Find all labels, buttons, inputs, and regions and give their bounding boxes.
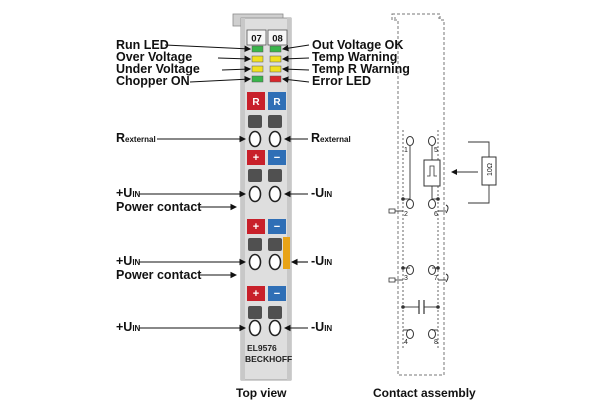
temp-warning-led (269, 55, 282, 63)
label-power-contact-2: Power contact (116, 268, 202, 282)
label-uin-right-2: -UIN (311, 254, 333, 268)
svg-text:3: 3 (404, 275, 408, 282)
label-error-led: Error LED (312, 74, 372, 88)
svg-text:2: 2 (404, 211, 408, 218)
power-contact-stub-left-1 (388, 208, 396, 214)
plus-block-1 (247, 150, 265, 165)
slot-right-label: 08 (272, 34, 283, 45)
label-uin-right-1: -UIN (311, 186, 333, 200)
chopper-switch (423, 159, 441, 187)
plus-text-3: + (253, 288, 259, 300)
pin-numbers: 1 5 2 6 3 7 4 8 (404, 147, 438, 346)
arrow-out-voltage-ok (281, 44, 310, 52)
svg-text:7: 7 (434, 275, 438, 282)
label-temp-r-warning: Temp R Warning (312, 62, 410, 76)
label-uin-left-1: +UIN (116, 186, 141, 200)
arrow-temp-warning (281, 55, 310, 63)
temp-r-warning-led (269, 65, 282, 73)
pins-2-6 (406, 199, 436, 209)
caption-top-view: Top view (236, 386, 287, 400)
power-contact-stub-left-2 (388, 277, 396, 283)
label-over-voltage: Over Voltage (116, 50, 193, 64)
label-rexternal-left: Rexternal (116, 131, 156, 145)
resistor-lead-top (468, 141, 490, 157)
label-power-contact-1: Power contact (116, 200, 202, 214)
caption-contact-assembly: Contact assembly (373, 386, 476, 400)
r-right-block (268, 92, 286, 110)
arrow-chopper-on (189, 75, 252, 83)
under-voltage-led (251, 65, 264, 73)
resistor-value: 10Ω (487, 163, 494, 176)
model-label: EL9576 (247, 343, 277, 353)
assembly-outline (391, 13, 445, 376)
minus-text-3: − (274, 288, 280, 300)
minus-block-1 (268, 150, 286, 165)
contact-pair-2 (248, 169, 282, 203)
contact-pair-3 (248, 238, 282, 271)
contact-assembly: 1 5 2 6 3 7 4 8 10Ω (388, 13, 497, 376)
label-run-led: Run LED (116, 38, 169, 52)
left-arrows (139, 44, 252, 332)
svg-text:5: 5 (434, 147, 438, 154)
run-led (251, 45, 264, 53)
contact-pair-4 (248, 306, 282, 337)
svg-text:8: 8 (434, 339, 438, 346)
power-contact-stub-right-1 (445, 204, 449, 214)
svg-text:4: 4 (404, 339, 408, 346)
r-right-text: R (273, 97, 281, 108)
slot-right-box (267, 29, 288, 46)
label-rexternal-right: Rexternal (311, 131, 351, 145)
arrow-run-led (164, 44, 252, 53)
plus-text-2: + (253, 221, 259, 233)
slot-left-box (246, 29, 267, 46)
led-block (251, 45, 282, 83)
r-left-block (247, 92, 265, 110)
svg-text:6: 6 (434, 211, 438, 218)
chopper-on-led (251, 75, 264, 83)
arrow-temp-r-warning (281, 65, 310, 73)
label-chopper-on: Chopper ON (116, 74, 190, 88)
left-rail (241, 18, 245, 380)
slot-left-label: 07 (251, 34, 262, 45)
minus-text-2: − (274, 221, 280, 233)
svg-text:1: 1 (404, 147, 408, 154)
minus-block-2 (268, 219, 286, 234)
brand-label: BECKHOFF (245, 354, 292, 364)
over-voltage-led (251, 55, 264, 63)
label-uin-left-3: +UIN (116, 320, 141, 334)
right-arrows (281, 44, 310, 332)
label-uin-right-3: -UIN (311, 320, 333, 334)
arrow-under-voltage (221, 65, 252, 73)
contact-pair-1 (248, 115, 282, 148)
plus-block-2 (247, 219, 265, 234)
right-rail (287, 18, 291, 380)
minus-text-1: − (274, 152, 280, 164)
label-uin-left-2: +UIN (116, 254, 141, 268)
r-left-text: R (252, 97, 260, 108)
resistor-lead-bottom (468, 185, 490, 204)
arrow-over-voltage (217, 55, 252, 63)
plus-block-3 (247, 286, 265, 301)
pins-4-8 (406, 329, 436, 339)
pins-top (406, 136, 436, 146)
power-contact-stub-right-2 (445, 273, 449, 283)
label-under-voltage: Under Voltage (116, 62, 200, 76)
minus-block-3 (268, 286, 286, 301)
out-voltage-ok-led (269, 45, 282, 53)
orange-marker (283, 237, 290, 269)
pins-3-7 (406, 265, 436, 275)
label-out-voltage-ok: Out Voltage OK (312, 38, 404, 52)
label-temp-warning: Temp Warning (312, 50, 398, 64)
plus-text-1: + (253, 152, 259, 164)
module-housing (240, 17, 292, 381)
arrow-error-led (281, 76, 310, 83)
error-led (269, 75, 282, 83)
